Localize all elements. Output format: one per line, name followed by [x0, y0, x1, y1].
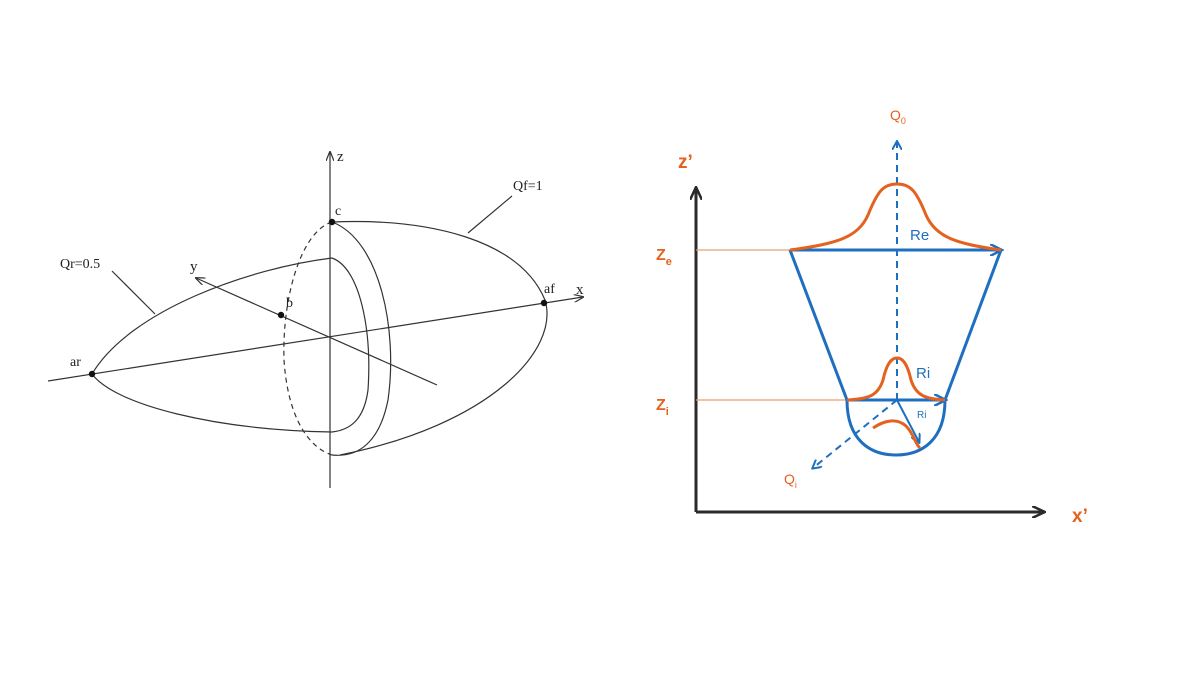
z-axis-label: z [337, 149, 344, 165]
qi-label: Qi [784, 471, 797, 490]
point-c [328, 218, 336, 226]
radial-gaussian-curve [872, 419, 922, 450]
re-label: Re [910, 227, 929, 244]
cross-section-front [331, 221, 392, 456]
conical-source-diagram: z’ x’ Q0 Qi Ze Zi Re Ri Ri [656, 107, 1088, 527]
y-axis [196, 278, 438, 386]
ri-lower-label: Ri [917, 410, 926, 421]
label-b: b [286, 296, 293, 311]
cross-section-inner [331, 257, 370, 433]
cone-left-edge [788, 249, 849, 401]
z-prime-label: z’ [678, 152, 693, 173]
ze-label: Ze [656, 247, 672, 268]
cone-right-edge [943, 249, 1003, 401]
upper-gaussian-curve [789, 182, 1002, 252]
qi-dashed-axis [813, 399, 898, 468]
point-ar [88, 370, 96, 378]
rear-ellipsoid-outline [91, 257, 333, 433]
label-c: c [335, 204, 341, 219]
qf-leader [467, 195, 513, 234]
label-ar: ar [70, 355, 81, 370]
ri-radial-arrow [896, 399, 919, 442]
label-qf: Qf=1 [513, 179, 543, 194]
lower-gaussian-curve [846, 356, 946, 402]
front-ellipsoid-outline [331, 220, 548, 456]
q0-label: Q0 [890, 107, 906, 126]
label-qr: Qr=0.5 [60, 257, 100, 272]
zi-label: Zi [656, 397, 669, 418]
point-af [540, 299, 548, 307]
point-b [277, 311, 285, 319]
qr-leader [111, 270, 156, 315]
x-prime-label: x’ [1072, 506, 1088, 527]
x-axis-label: x [576, 282, 584, 298]
double-ellipsoid-diagram: z x y c b af ar Qf=1 Qr=0.5 [47, 149, 584, 488]
cone-bottom-cap [845, 399, 947, 457]
ri-upper-label: Ri [916, 365, 930, 382]
cross-section-hidden [283, 221, 333, 456]
label-af: af [544, 282, 555, 297]
x-axis [47, 297, 583, 382]
y-axis-label: y [190, 259, 198, 275]
